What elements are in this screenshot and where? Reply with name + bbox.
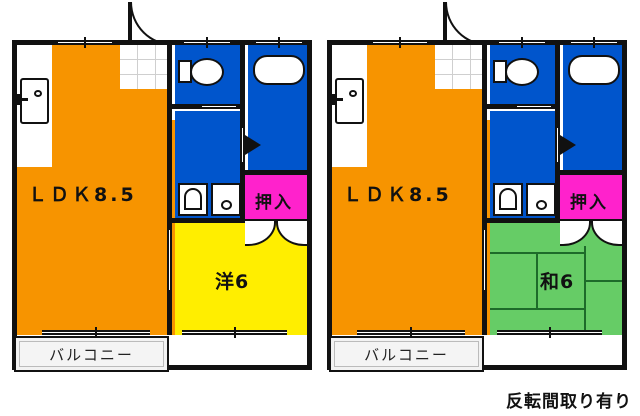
sink-faucet-icon xyxy=(332,98,343,101)
kitchen-sink-icon xyxy=(20,78,49,124)
wall-bath-left xyxy=(555,45,560,175)
label-balcony: バルコニー xyxy=(364,345,449,364)
label-ldk: ＬＤＫ8.5 xyxy=(28,184,137,206)
label-closet: 押入 xyxy=(570,193,608,213)
label-balcony: バルコニー xyxy=(49,345,134,364)
label-japanese-room: 和6 xyxy=(540,271,575,293)
reversed-plan-note: 反転間取り有り xyxy=(506,392,632,412)
toilet-tank-icon xyxy=(493,60,507,83)
window-tick-ldk xyxy=(410,327,412,338)
sink-faucet-base-icon xyxy=(332,94,335,105)
floorplan-right: 押入 和6 バルコニー ＬＤＫ8.5 xyxy=(327,2,627,372)
wall-closet-top xyxy=(240,170,307,175)
bathtub-icon xyxy=(568,55,620,85)
wall-closet-top xyxy=(555,170,622,175)
room-ldk-lower xyxy=(17,165,172,335)
wall-hall-lower xyxy=(167,290,172,335)
wall-wet-bottom xyxy=(172,218,307,223)
washing-machine-drum-icon xyxy=(221,200,232,210)
sink-drain-icon xyxy=(349,90,357,97)
sink-drain-icon xyxy=(34,90,42,97)
window-tick-top-toilet xyxy=(206,37,208,48)
room-japanese-upper xyxy=(490,223,555,253)
balcony: バルコニー xyxy=(14,336,169,372)
wall-closet-left xyxy=(555,170,560,223)
room-closet xyxy=(560,175,622,219)
floorplan-left: 押入 洋6 バルコニー ＬＤＫ8.5 xyxy=(12,2,312,372)
wall-ldk-wet xyxy=(167,45,172,127)
wall-hall-upper xyxy=(482,127,487,230)
window-tick-top-ldk xyxy=(399,37,401,48)
window-ldk-hall xyxy=(167,230,172,290)
door-japanese-entry xyxy=(560,221,622,247)
bath-door-arrow-icon xyxy=(560,135,576,155)
tatami-seam-v2 xyxy=(584,246,586,335)
bathtub-icon xyxy=(253,55,305,85)
wall-closet-left xyxy=(240,170,245,223)
label-ldk: ＬＤＫ8.5 xyxy=(343,184,452,206)
washing-machine-icon xyxy=(211,183,241,216)
balcony: バルコニー xyxy=(329,336,484,372)
door-toilet xyxy=(517,104,551,109)
sink-faucet-icon xyxy=(17,98,28,101)
window-tick-top-ldk xyxy=(84,37,86,48)
room-closet xyxy=(245,175,307,219)
tatami-seam-h3 xyxy=(584,280,622,282)
window-ldk-hall xyxy=(482,230,487,290)
entry-tile-floor xyxy=(435,45,487,89)
label-western-room: 洋6 xyxy=(215,271,250,293)
door-western-entry xyxy=(245,221,307,247)
toilet-tank-icon xyxy=(178,60,192,83)
window-tick-top-bath xyxy=(278,37,280,48)
toilet-bowl-icon xyxy=(190,58,224,86)
wash-basin-bowl-icon xyxy=(499,188,517,210)
sink-faucet-base-icon xyxy=(17,94,20,105)
wall-bath-left xyxy=(240,45,245,175)
entry-tile-floor xyxy=(120,45,172,89)
tatami-seam-v1 xyxy=(536,252,538,310)
label-closet: 押入 xyxy=(255,193,293,213)
room-western-upper xyxy=(175,223,240,253)
bath-door-arrow-icon xyxy=(245,135,261,155)
window-tick-top-bath xyxy=(593,37,595,48)
door-toilet xyxy=(202,104,236,109)
wall-hall-lower xyxy=(482,290,487,335)
wash-basin-bowl-icon xyxy=(184,188,202,210)
entrance-door-leaf xyxy=(443,2,447,44)
window-tick-ldk xyxy=(95,327,97,338)
wall-wet-bottom xyxy=(487,218,622,223)
window-tick-western xyxy=(234,327,236,338)
washing-machine-drum-icon xyxy=(536,200,547,210)
toilet-bowl-icon xyxy=(505,58,539,86)
door-bath xyxy=(240,128,245,162)
wall-hall-upper xyxy=(167,127,172,230)
door-bath xyxy=(555,128,560,162)
entrance-door-leaf xyxy=(128,2,132,44)
kitchen-sink-icon xyxy=(335,78,364,124)
wall-ldk-wet xyxy=(482,45,487,127)
window-tick-japanese xyxy=(549,327,551,338)
room-ldk-lower xyxy=(332,165,487,335)
window-tick-top-toilet xyxy=(521,37,523,48)
